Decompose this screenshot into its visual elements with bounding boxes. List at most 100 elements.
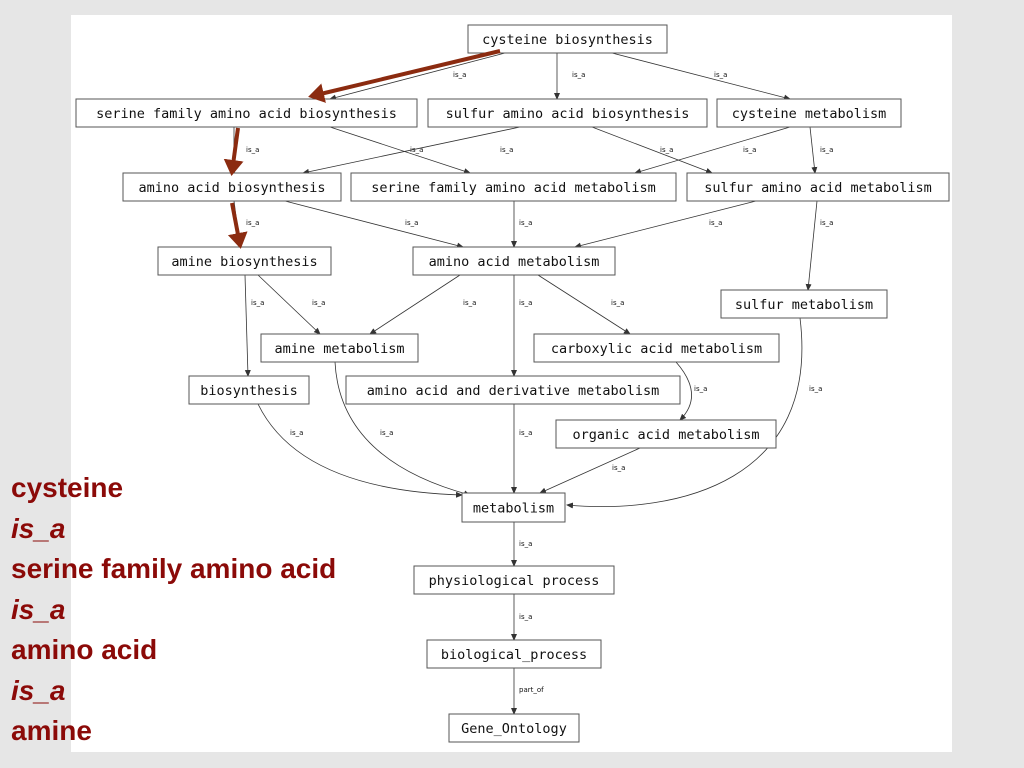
node-box: [716, 98, 902, 128]
node-box: [533, 333, 780, 363]
node-aa-bio: amino acid biosynthesis: [122, 172, 342, 202]
node-org-acid-met: organic acid metabolism: [555, 419, 777, 449]
edge-sulf_aa_bio-to-sulf_aa_met: [591, 126, 713, 174]
node-cys-bio: cysteine biosynthesis: [467, 24, 668, 54]
caption-line: cysteine: [11, 472, 124, 503]
node-aa-met: amino acid metabolism: [412, 246, 616, 276]
edge-amine_met-to-metabolism: [334, 361, 471, 497]
caption-relation: is_a: [11, 512, 66, 544]
node-amine-bio: amine biosynthesis: [157, 246, 332, 276]
node-bio-proc: biological_process: [426, 639, 602, 669]
edge-label: is_a: [380, 429, 393, 437]
node-label: sulfur amino acid biosynthesis: [446, 106, 690, 122]
caption-line: amino acid: [11, 634, 158, 665]
edge-label: is_a: [519, 299, 532, 307]
node-label: metabolism: [473, 501, 554, 517]
ontology-graph: is_a is_a is_a is_a is_a is_a is_a is_a is_a is_a…: [75, 24, 950, 743]
node-label: physiological process: [429, 573, 600, 589]
edge-label: is_a: [246, 219, 259, 227]
edge-label: is_a: [743, 146, 756, 154]
node-label: amino acid biosynthesis: [139, 180, 326, 196]
edge-label: is_a: [405, 219, 418, 227]
node-sulf-aa-met: sulfur amino acid metabolism: [686, 172, 950, 202]
node-cys-met: cysteine metabolism: [716, 98, 902, 128]
node-label: sulfur metabolism: [735, 297, 873, 313]
node-label: biological_process: [441, 647, 587, 663]
highlight-arrow: [223, 127, 244, 176]
node-box: [157, 246, 332, 276]
edge-label: is_a: [660, 146, 673, 154]
edge-label: is_a: [519, 540, 532, 548]
edge-amine_bio-to-amine_met: [257, 274, 321, 335]
caption-relation: is_a: [11, 593, 66, 625]
edge-aa_met-to-carbox_met: [537, 274, 631, 335]
edge-label: is_a: [500, 146, 513, 154]
node-box: [467, 24, 668, 54]
caption: cysteine is_a serine family amino acid i…: [11, 468, 431, 752]
edge-label: is_a: [251, 299, 264, 307]
node-box: [75, 98, 418, 128]
edge-label: is_a: [709, 219, 722, 227]
node-box: [686, 172, 950, 202]
edge-amine_bio-to-biosyn: [244, 274, 251, 377]
edge-label: is_a: [410, 146, 423, 154]
node-box: [412, 246, 616, 276]
edge-label: is_a: [714, 71, 727, 79]
node-box: [413, 565, 615, 595]
node-metabolism: metabolism: [461, 492, 566, 523]
node-label: amino acid and derivative metabolism: [367, 383, 660, 399]
node-label: amine biosynthesis: [171, 254, 317, 270]
edge-sulf_aa_bio-to-aa_bio: [302, 126, 521, 175]
edge-sulf_aa_met-to-aa_met: [574, 200, 757, 249]
edge-cys_bio-to-ser_fam_bio: [329, 52, 506, 101]
nodes-layer: cysteine biosynthesis serine family amino…: [75, 24, 950, 743]
node-phys-proc: physiological process: [413, 565, 615, 595]
node-box: [427, 98, 708, 128]
edge-label: is_a: [519, 429, 532, 437]
node-box: [720, 289, 888, 319]
node-box: [260, 333, 419, 363]
edge-aa_bio-to-aa_met: [284, 200, 464, 249]
node-label: carboxylic acid metabolism: [551, 341, 762, 357]
highlight-arrow: [308, 49, 501, 103]
node-ser-fam-bio: serine family amino acid biosynthesis: [75, 98, 418, 128]
node-box: [461, 492, 566, 523]
edge-label: is_a: [312, 299, 325, 307]
node-sulf-aa-bio: sulfur amino acid biosynthesis: [427, 98, 708, 128]
node-gene-ont: Gene_Ontology: [448, 713, 580, 743]
edge-sulf_aa_met-to-sulf_met: [805, 200, 818, 291]
edge-label: is_a: [572, 71, 585, 79]
edge-sulf_met-to-metabolism: [566, 317, 803, 509]
edge-label: is_a: [453, 71, 466, 79]
caption-relation: is_a: [11, 674, 66, 706]
edge-labels-layer: is_a is_a is_a is_a is_a is_a is_a is_a is_a is_a…: [246, 71, 833, 694]
node-label: biosynthesis: [200, 383, 298, 399]
node-ser-fam-met: serine family amino acid metabolism: [350, 172, 677, 202]
highlight-path-layer: [223, 49, 501, 249]
node-label: Gene_Ontology: [461, 721, 567, 737]
node-carbox-met: carboxylic acid metabolism: [533, 333, 780, 363]
diagram-canvas: is_a is_a is_a is_a is_a is_a is_a is_a is_a is_a…: [71, 15, 952, 752]
edge-label: is_a: [463, 299, 476, 307]
edge-label: is_a: [809, 385, 822, 393]
caption-line: amine: [11, 715, 92, 746]
edge-biosyn-to-metabolism: [257, 403, 463, 498]
edge-label: part_of: [519, 686, 544, 694]
node-sulf-met: sulfur metabolism: [720, 289, 888, 319]
edge-cys_met-to-sulf_aa_met: [809, 126, 818, 174]
node-box: [426, 639, 602, 669]
edge-label: is_a: [820, 146, 833, 154]
edge-label: is_a: [820, 219, 833, 227]
node-label: sulfur amino acid metabolism: [704, 180, 932, 196]
edge-aa_met-to-amine_met: [369, 274, 461, 335]
node-label: cysteine metabolism: [732, 106, 886, 122]
node-label: amino acid metabolism: [429, 254, 600, 270]
node-box: [350, 172, 677, 202]
node-box: [555, 419, 777, 449]
node-label: cysteine biosynthesis: [482, 32, 653, 48]
edge-label: is_a: [612, 464, 625, 472]
edge-label: is_a: [246, 146, 259, 154]
node-biosyn: biosynthesis: [188, 375, 310, 405]
caption-line: serine family amino acid: [11, 553, 337, 584]
node-aa-deriv-met: amino acid and derivative metabolism: [345, 375, 681, 405]
